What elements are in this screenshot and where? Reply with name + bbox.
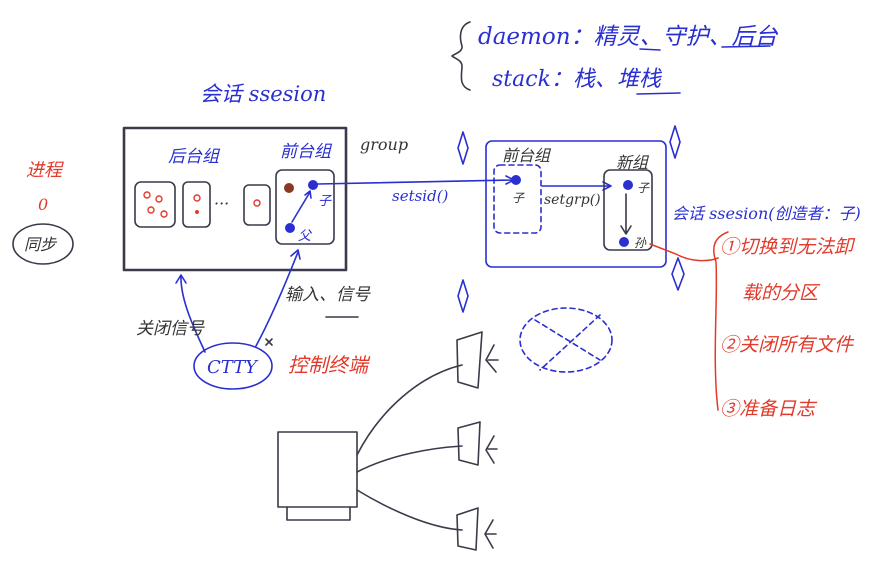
notes-brace [451, 21, 471, 91]
process-dot [143, 191, 151, 199]
process-dot [253, 199, 261, 207]
fork-arrow [291, 190, 312, 223]
user-icon [485, 435, 498, 464]
sparkle-icon [671, 257, 685, 291]
process-dot [195, 210, 199, 214]
sync-circle [12, 223, 74, 265]
terminal-icon [456, 331, 483, 389]
child-process-dot [308, 180, 318, 190]
process-box [134, 181, 176, 228]
cable [356, 445, 463, 473]
user-icon [485, 344, 499, 373]
process-box [243, 184, 271, 226]
process-dot [147, 206, 155, 214]
grandchild-label: 孙 [634, 236, 647, 250]
group-label: group [360, 135, 408, 154]
right-foreground-label: 前台组 [502, 146, 552, 165]
right-child-label: 子 [512, 191, 525, 205]
grandchild-link [649, 243, 719, 262]
daemon-step: 载的分区 [742, 282, 821, 304]
new-group-box [603, 169, 653, 251]
setpgrp-label: setgrp() [544, 192, 601, 208]
monitor-stand [286, 506, 351, 521]
user-icon [484, 519, 497, 549]
sparkle-icon [457, 131, 469, 165]
child-label: 子 [318, 194, 332, 209]
setpgrp-arrow [541, 181, 612, 191]
input-arrow [255, 249, 301, 347]
process-zero: 0 [38, 195, 48, 214]
parent-label: 父 [298, 229, 312, 244]
process-dot [160, 210, 168, 218]
new-child-label: 子 [637, 181, 650, 195]
daemon-step: ②关闭所有文件 [720, 334, 855, 356]
child-process-dot [511, 175, 521, 185]
steps-brace [713, 231, 729, 411]
daemon-step: ①切换到无法卸 [720, 236, 856, 258]
signal-arrow-left [175, 274, 206, 353]
sparkle-icon [669, 125, 681, 159]
dashed-ellipse [519, 307, 613, 373]
sparkle-icon [457, 279, 469, 313]
terminal-icon [456, 507, 479, 551]
stack-line: stack：栈、堆栈 [492, 67, 663, 92]
session-creator-label: 会话 ssesion(创造者：子) [672, 204, 861, 223]
ellipsis: ··· [214, 194, 229, 213]
cable [356, 489, 463, 531]
process-dot [155, 195, 163, 203]
input-signal-label: 输入、信号 [285, 285, 371, 305]
fork-arrow [620, 193, 632, 235]
new-group-label: 新组 [616, 153, 650, 172]
cable [356, 364, 463, 456]
setsid-arrow [317, 175, 515, 185]
cross-mark [265, 338, 273, 346]
monitor-icon [277, 431, 358, 508]
background-group-label: 后台组 [168, 147, 221, 167]
child-process-dot [623, 180, 633, 190]
grandchild-process-dot [619, 237, 629, 247]
setsid-label: setsid() [392, 187, 449, 205]
dashed-cross [534, 314, 601, 371]
parent-process-dot [285, 223, 295, 233]
process-label: 进程 [26, 160, 64, 181]
foreground-group-label: 前台组 [280, 142, 333, 162]
right-foreground-box [493, 164, 542, 234]
control-terminal-label: 控制终端 [288, 353, 371, 377]
process-box [182, 181, 211, 228]
right-session-box [485, 140, 667, 268]
signal-label: 关闭信号 [136, 319, 205, 339]
left-session-title: 会话 ssesion [200, 82, 326, 106]
daemon-step: ③准备日志 [720, 398, 818, 420]
daemon-line: daemon：精灵、守护、后台 [478, 24, 779, 50]
ctty-label: CTTY [207, 357, 259, 378]
left-session-box [122, 126, 348, 272]
notes-underlines [636, 45, 771, 95]
sync-label: 同步 [24, 235, 58, 254]
ctty-ellipse [193, 342, 273, 390]
process-dot [284, 183, 294, 193]
terminal-icon [457, 421, 481, 466]
process-dot [193, 194, 201, 202]
foreground-group-box [275, 169, 335, 245]
